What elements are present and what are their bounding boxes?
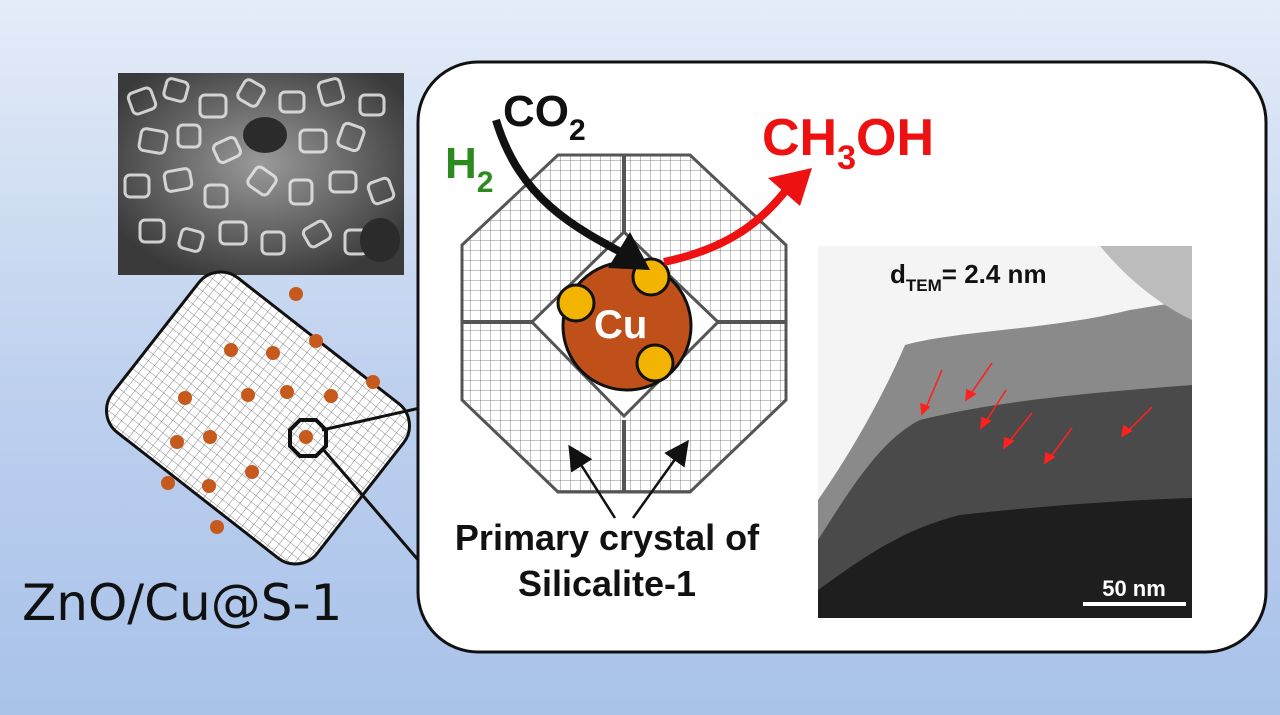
highlight-octagon: [288, 418, 328, 458]
ch3oh-arrowhead: [768, 168, 812, 206]
sample-name: ZnO/Cu@S-1: [22, 574, 342, 632]
co2-label: CO2: [503, 87, 586, 147]
zno-dot-3: [635, 343, 675, 383]
cu-particles: [161, 287, 380, 534]
tem-image: [818, 246, 1192, 618]
co2-arrow: [492, 118, 634, 262]
sem-image: [118, 73, 404, 275]
callout-line-lower: [320, 447, 427, 569]
co2-arrowhead: [608, 232, 650, 270]
callout-line-upper: [321, 406, 421, 432]
zno-dot-2: [556, 283, 596, 323]
pointer-arrow-left: [568, 444, 617, 519]
ch3oh-label: CH3OH: [762, 109, 934, 177]
tem-size-label: dTEM= 2.4 nm: [890, 259, 1047, 295]
crystal-label-line1: Primary crystal of: [455, 517, 760, 558]
ch3oh-arrow: [663, 182, 794, 266]
crystal-label-line2: Silicalite-1: [518, 563, 696, 604]
cu-label: Cu: [594, 303, 647, 347]
scale-bar-label: 50 nm: [1102, 576, 1166, 601]
h2-label: H2: [445, 139, 493, 199]
pointer-arrow-right: [631, 439, 689, 519]
